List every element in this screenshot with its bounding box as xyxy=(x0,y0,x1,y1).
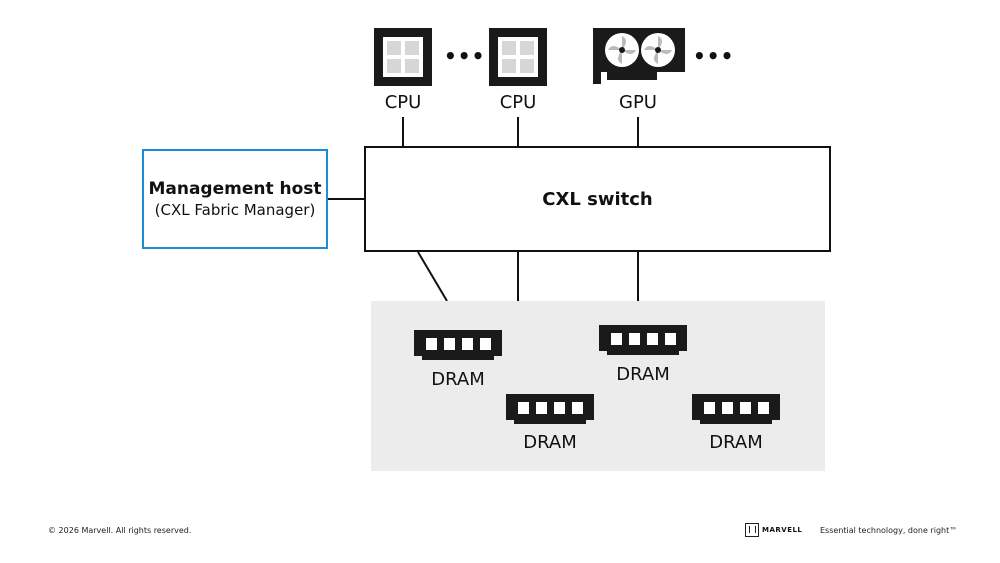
memory-pool-area xyxy=(371,301,825,471)
cxl-switch-label: CXL switch xyxy=(542,188,653,210)
management-host-box: Management host (CXL Fabric Manager) xyxy=(142,149,328,249)
marvell-logo-text: MARVELL xyxy=(762,526,803,534)
cpu-chip-icon xyxy=(374,28,432,86)
processor-label: CPU xyxy=(499,92,537,113)
dram-module-icon xyxy=(414,330,502,361)
dram-label: DRAM xyxy=(616,364,670,385)
tagline-text: Essential technology, done right™ xyxy=(820,526,958,535)
dram-label: DRAM xyxy=(431,369,485,390)
gpu-card-icon xyxy=(593,28,685,84)
dram-module-icon xyxy=(506,394,594,425)
processor-label: CPU xyxy=(384,92,422,113)
ellipsis-dots: ••• xyxy=(693,44,735,68)
management-host-subtitle: (CXL Fabric Manager) xyxy=(154,201,316,219)
dram-module-icon xyxy=(692,394,780,425)
marvell-logo-icon xyxy=(745,523,759,537)
dram-label: DRAM xyxy=(709,432,763,453)
ellipsis-dots: ••• xyxy=(444,44,486,68)
processor-label: GPU xyxy=(619,92,657,113)
dram-label: DRAM xyxy=(523,432,577,453)
dram-module-icon xyxy=(599,325,687,356)
marvell-logo: MARVELL xyxy=(745,523,802,537)
copyright-text: © 2026 Marvell. All rights reserved. xyxy=(48,526,192,535)
management-host-title: Management host xyxy=(148,179,322,199)
cxl-switch-box: CXL switch xyxy=(364,146,831,252)
cpu-chip-icon xyxy=(489,28,547,86)
